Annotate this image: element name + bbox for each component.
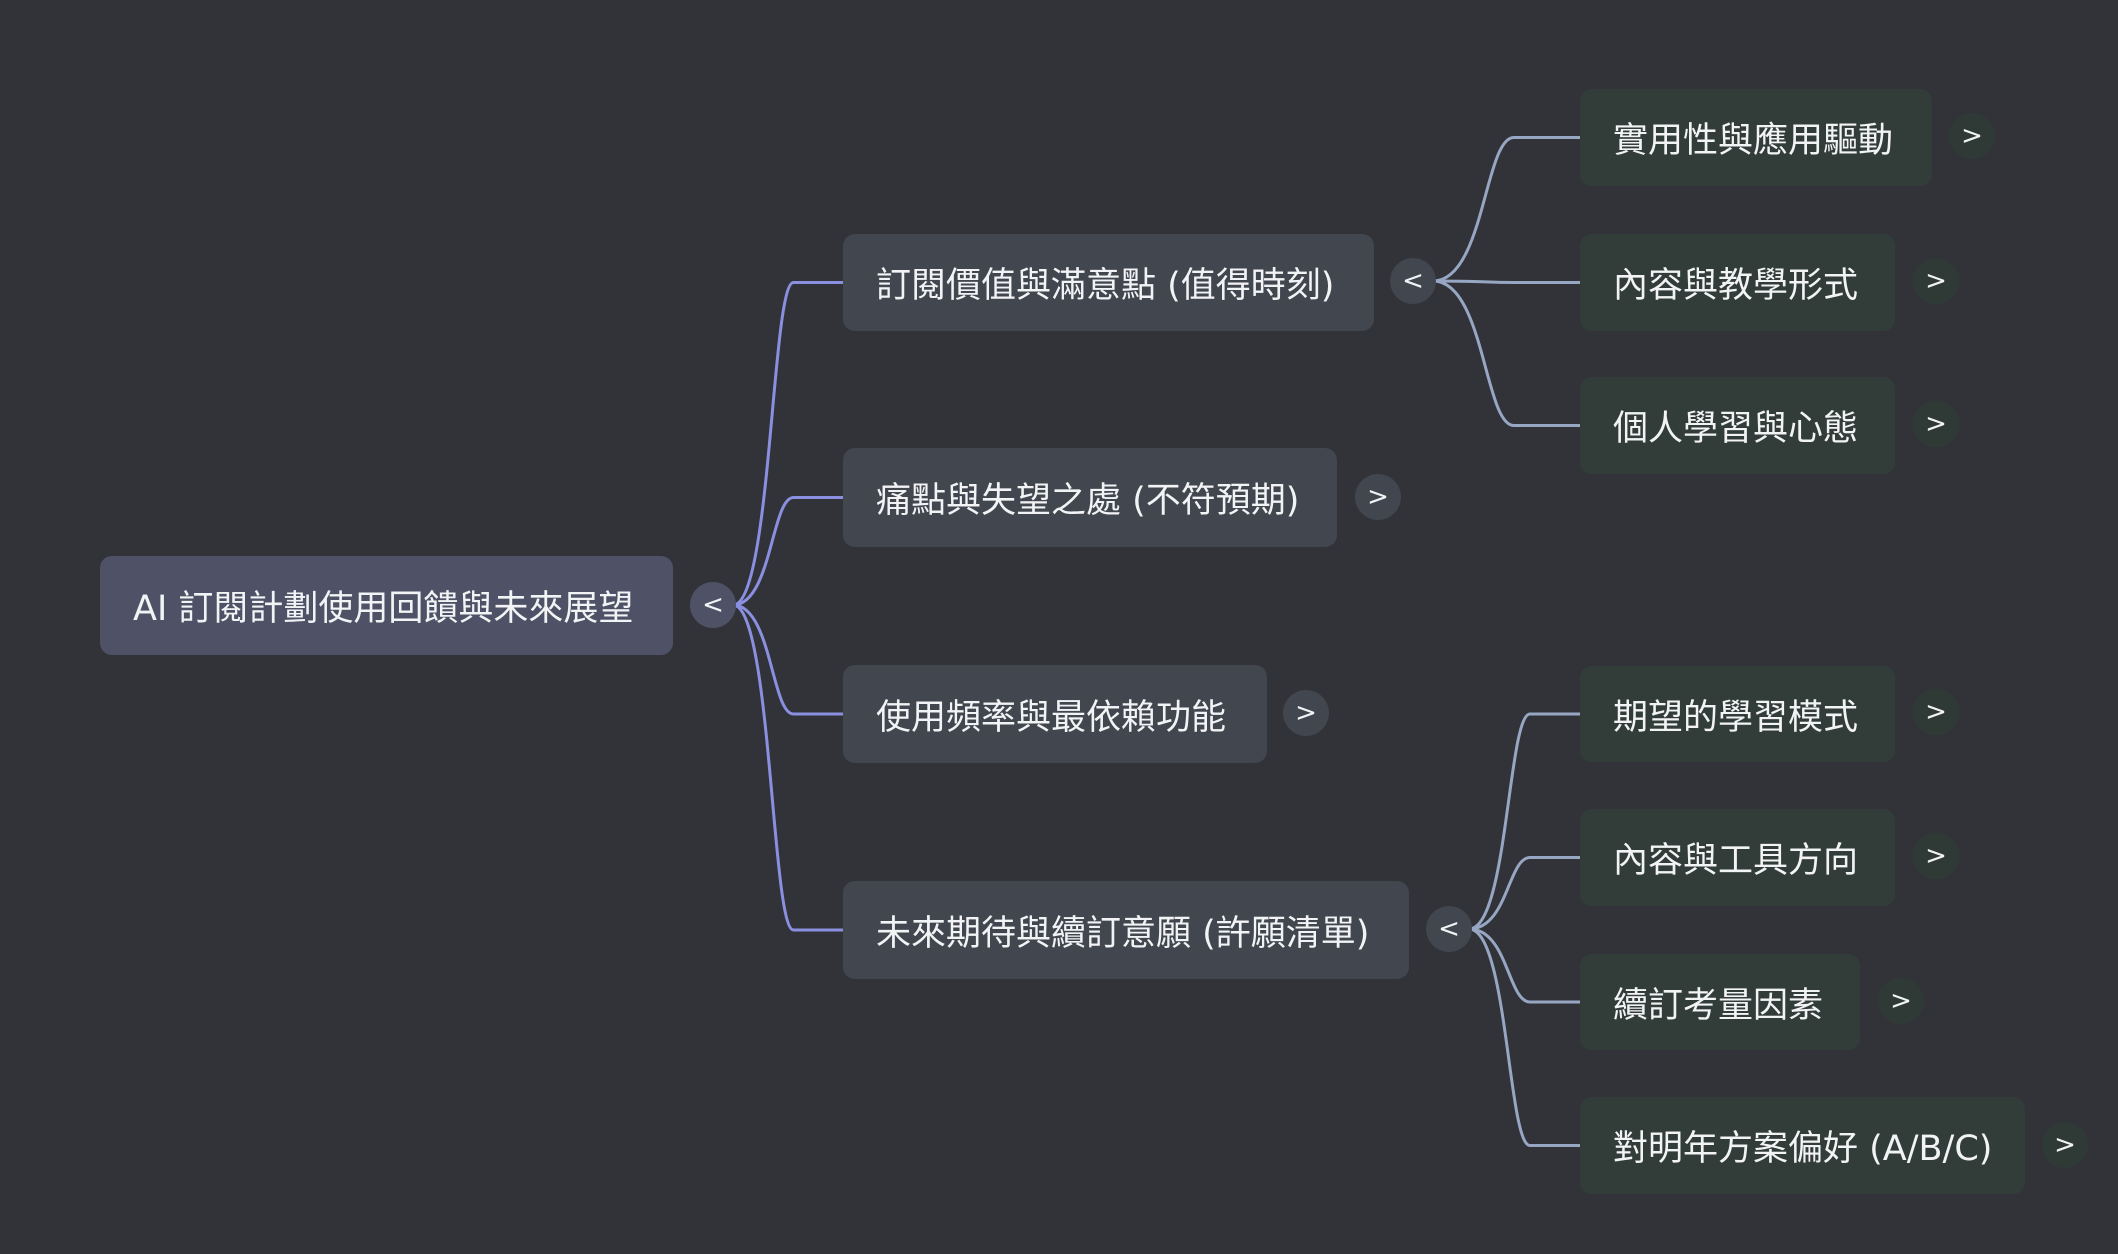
node-label: 訂閱價值與滿意點 (值得時刻) [876, 266, 1335, 306]
edge-root-to-branch [732, 281, 843, 607]
leaf-node[interactable]: 期望的學習模式 [1580, 666, 1895, 762]
branch-node[interactable]: 訂閱價值與滿意點 (值得時刻) [843, 234, 1374, 331]
node-label: 內容與工具方向 [1613, 841, 1859, 881]
expand-toggle[interactable]: > [1913, 258, 1959, 304]
root-node[interactable]: AI 訂閱計劃使用回饋與未來展望 [100, 556, 673, 655]
edge-branch-to-leaf [1432, 136, 1580, 283]
node-label: 對明年方案偏好 (A/B/C) [1613, 1129, 1993, 1169]
node-label: 未來期待與續訂意願 (許願清單) [876, 913, 1370, 954]
node-label: AI 訂閱計劃使用回饋與未來展望 [133, 589, 634, 629]
collapse-toggle[interactable]: < [1390, 258, 1436, 304]
edge-branch-to-leaf [1468, 927, 1580, 1004]
edge-branch-to-leaf [1432, 279, 1580, 284]
edge-root-to-branch [732, 603, 843, 716]
expand-toggle[interactable]: > [1913, 689, 1959, 735]
expand-toggle[interactable]: > [1355, 474, 1401, 520]
node-label: 內容與教學形式 [1613, 266, 1859, 306]
edge-root-to-branch [732, 603, 843, 932]
expand-toggle[interactable]: > [1949, 113, 1995, 159]
edge-branch-to-leaf [1468, 856, 1580, 931]
collapse-toggle-root[interactable]: < [690, 582, 736, 628]
node-label: 續訂考量因素 [1613, 985, 1824, 1026]
branch-node[interactable]: 使用頻率與最依賴功能 [843, 665, 1267, 763]
node-label: 使用頻率與最依賴功能 [876, 697, 1227, 738]
edge-root-to-branch [732, 496, 843, 607]
collapse-toggle[interactable]: < [1426, 906, 1472, 952]
leaf-node[interactable]: 對明年方案偏好 (A/B/C) [1580, 1097, 2025, 1194]
expand-toggle[interactable]: > [1283, 690, 1329, 736]
node-label: 期望的學習模式 [1613, 697, 1859, 738]
node-label: 個人學習與心態 [1613, 409, 1859, 449]
leaf-node[interactable]: 續訂考量因素 [1580, 954, 1860, 1050]
node-label: 實用性與應用驅動 [1613, 121, 1894, 161]
expand-toggle[interactable]: > [1878, 978, 1924, 1024]
branch-node[interactable]: 痛點與失望之處 (不符預期) [843, 448, 1337, 547]
expand-toggle[interactable]: > [1913, 401, 1959, 447]
branch-node[interactable]: 未來期待與續訂意願 (許願清單) [843, 881, 1409, 979]
node-label: 痛點與失望之處 (不符預期) [876, 481, 1300, 521]
leaf-node[interactable]: 內容與工具方向 [1580, 809, 1895, 906]
leaf-node[interactable]: 個人學習與心態 [1580, 377, 1895, 474]
leaf-node[interactable]: 實用性與應用驅動 [1580, 89, 1932, 186]
edge-branch-to-leaf [1432, 279, 1580, 427]
edge-branch-to-leaf [1468, 712, 1580, 931]
edge-branch-to-leaf [1468, 927, 1580, 1147]
leaf-node[interactable]: 內容與教學形式 [1580, 234, 1895, 331]
expand-toggle[interactable]: > [2042, 1122, 2088, 1168]
expand-toggle[interactable]: > [1913, 833, 1959, 879]
